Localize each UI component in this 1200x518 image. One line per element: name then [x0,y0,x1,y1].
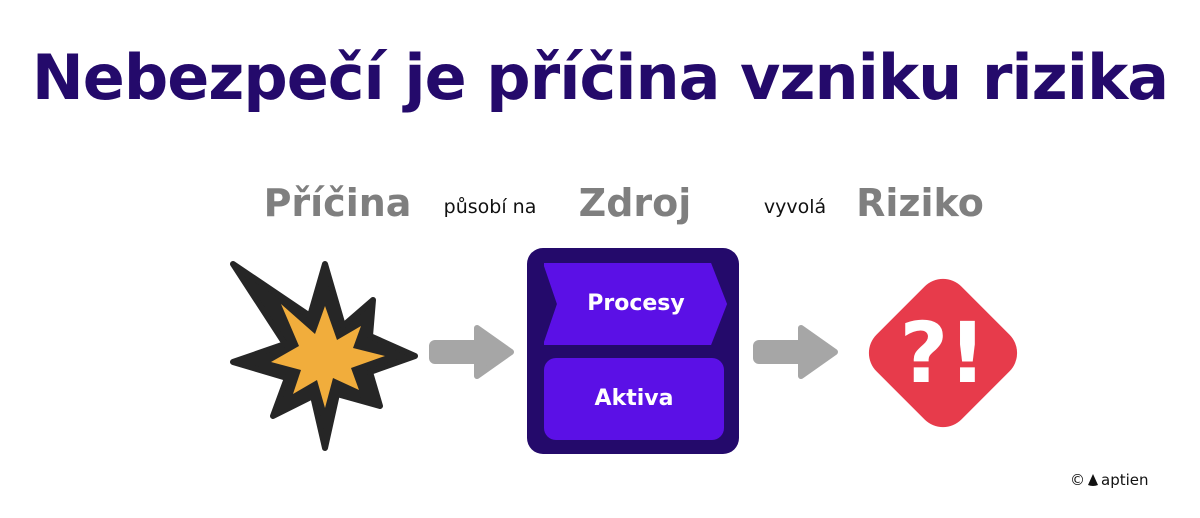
risk-label: Riziko [856,181,984,225]
arrow-right-icon [753,325,838,379]
brand-logo: © aptien [1070,470,1149,490]
copyright-mark: © [1070,471,1085,489]
edge-label-acts-on: působí na [443,196,537,218]
source-label: Zdroj [578,181,692,225]
arrow-right-icon [429,325,514,379]
cause-label: Příčina [263,181,412,225]
brand-name: aptien [1101,471,1149,489]
assets-block: Aktiva [544,358,724,440]
risk-symbol: ?! [899,304,987,402]
edge-label-triggers: vyvolá [763,196,827,218]
aptien-logo-icon [1088,474,1098,486]
risk-warning-icon [868,278,1018,428]
process-chevron-shape [544,263,727,345]
process-label: Procesy [587,291,685,316]
explosion-icon [230,261,418,451]
page-title: Nebezpečí je příčina vzniku rizika [31,41,1169,114]
